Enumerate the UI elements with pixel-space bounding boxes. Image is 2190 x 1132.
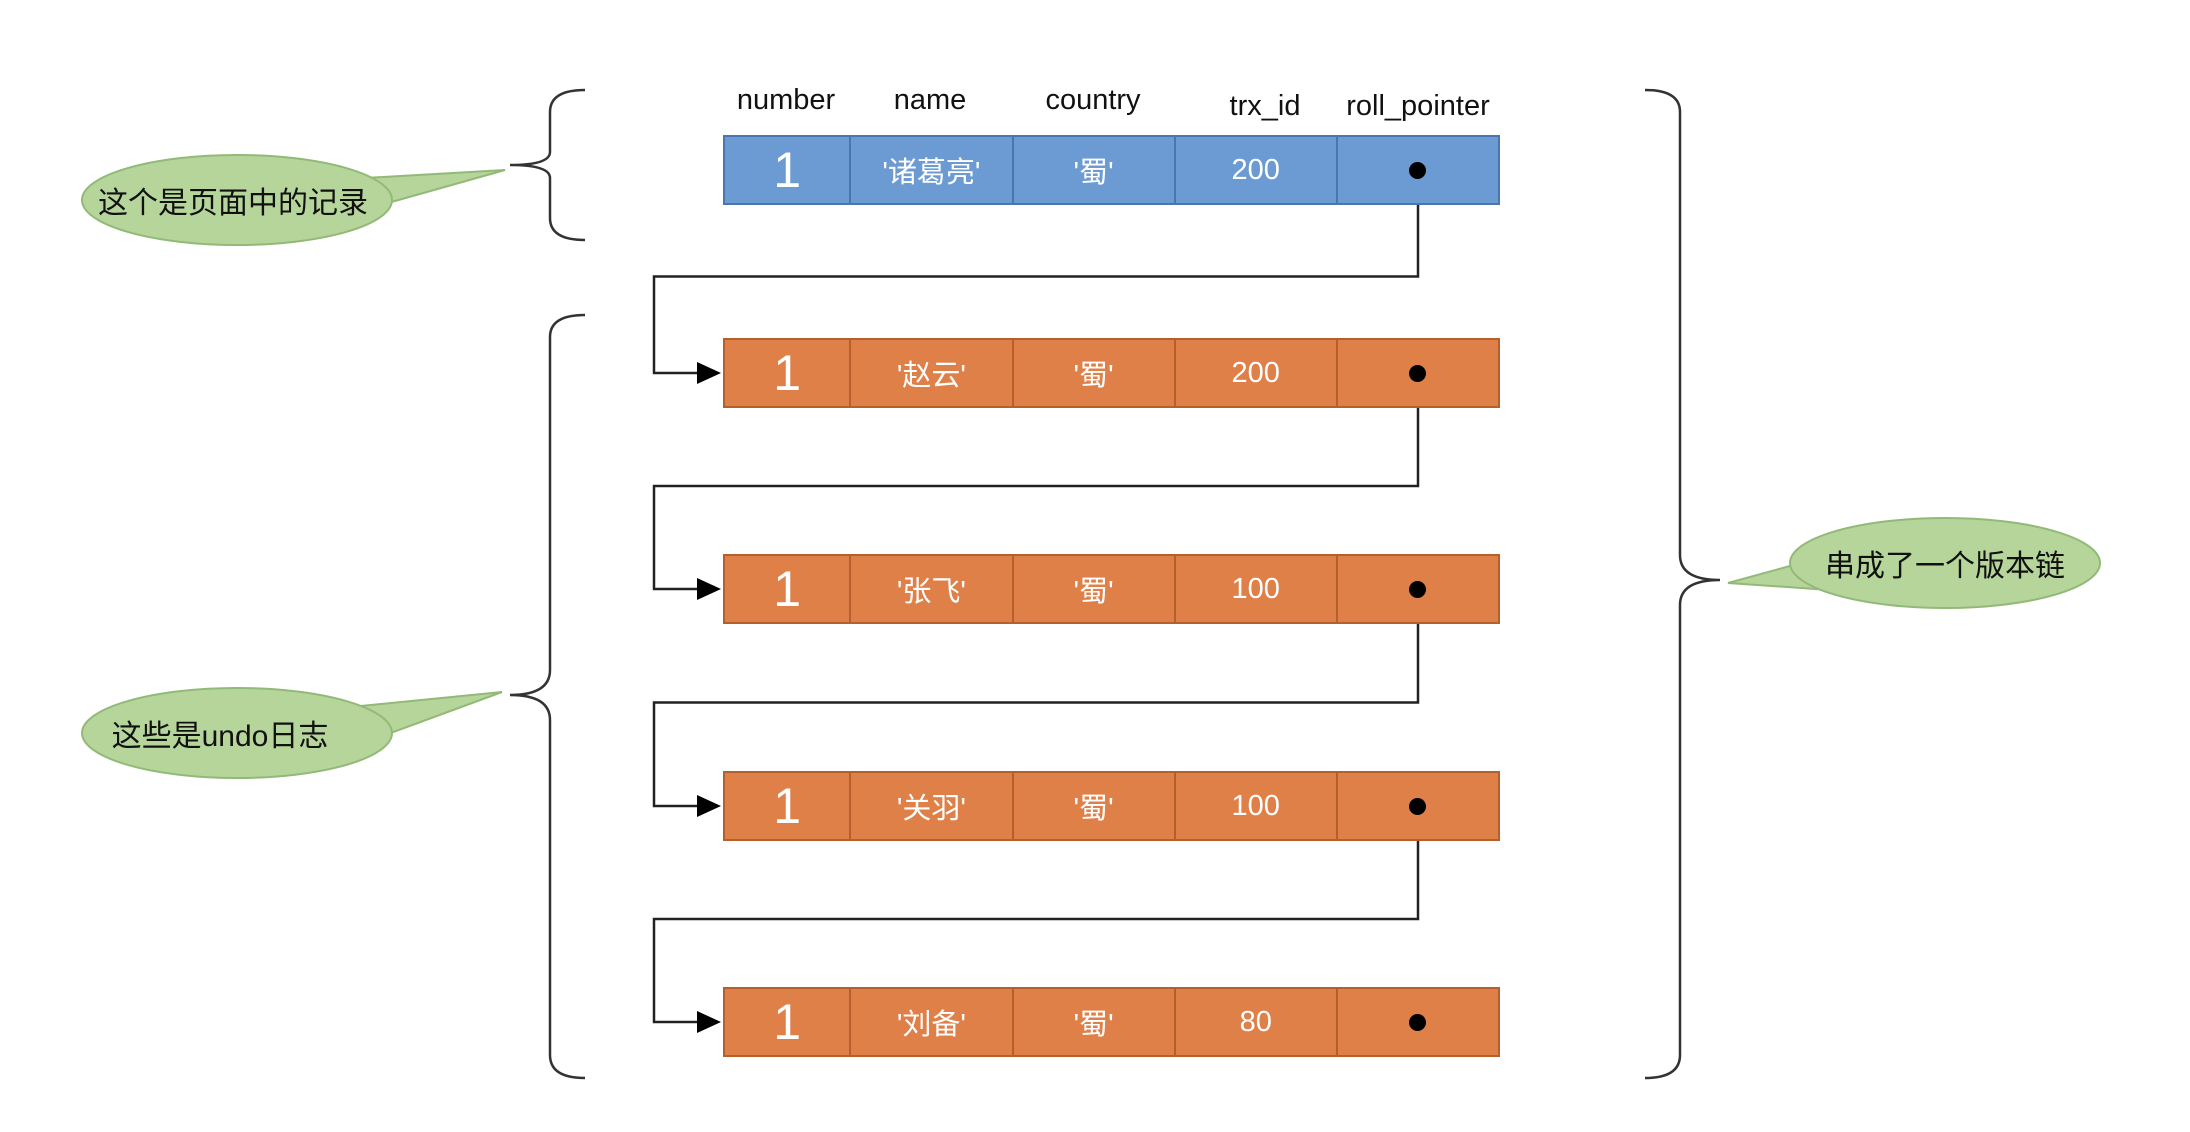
cell-name: '诸葛亮' — [849, 137, 1011, 203]
callout-ellipse — [81, 687, 393, 779]
brace-undo-logs — [509, 313, 586, 1080]
cell-roll-pointer — [1335, 340, 1498, 406]
cell-number: 1 — [773, 778, 802, 834]
undo-log-row: 1 '张飞' '蜀' 100 — [723, 554, 1500, 624]
cell-name: '赵云' — [849, 340, 1011, 406]
cell-country: '蜀' — [1011, 137, 1174, 203]
cell-name: '张飞' — [849, 556, 1011, 622]
cell-name: '刘备' — [849, 989, 1011, 1055]
arrowhead — [697, 578, 721, 600]
brace-page-record — [509, 88, 586, 242]
cell-roll-pointer — [1335, 137, 1498, 203]
cell-number: 1 — [773, 994, 802, 1050]
cell-number: 1 — [773, 345, 802, 401]
cell-trx-id: 100 — [1173, 556, 1336, 622]
undo-log-row: 1 '赵云' '蜀' 200 — [723, 338, 1500, 408]
cell-trx-id: 200 — [1173, 137, 1336, 203]
cell-name: '关羽' — [849, 773, 1011, 839]
roll-pointer-link — [652, 806, 1420, 1024]
cell-roll-pointer — [1335, 773, 1498, 839]
undo-log-row: 1 '关羽' '蜀' 100 — [723, 771, 1500, 841]
brace-version-chain — [1644, 88, 1721, 1080]
cell-trx-id: 200 — [1173, 340, 1336, 406]
roll-pointer-dot — [1409, 364, 1427, 382]
cell-roll-pointer — [1335, 556, 1498, 622]
cell-country: '蜀' — [1011, 340, 1174, 406]
roll-pointer-dot — [1409, 797, 1427, 815]
arrowhead — [697, 1011, 721, 1033]
callout-version-chain-label: 串成了一个版本链 — [1825, 550, 2065, 583]
column-header-number: number — [736, 84, 836, 116]
undo-log-row: 1 '刘备' '蜀' 80 — [723, 987, 1500, 1057]
callout-ellipse — [81, 154, 393, 246]
callout-page-record-label: 这个是页面中的记录 — [98, 187, 368, 220]
cell-number: 1 — [773, 142, 802, 198]
roll-pointer-link — [652, 373, 1420, 591]
roll-pointer-link — [652, 170, 1420, 375]
column-header-trx-id: trx_id — [1229, 90, 1301, 122]
page-record-row: 1 '诸葛亮' '蜀' 200 — [723, 135, 1500, 205]
roll-pointer-dot — [1409, 161, 1427, 179]
cell-country: '蜀' — [1011, 556, 1174, 622]
cell-trx-id: 80 — [1173, 989, 1336, 1055]
cell-roll-pointer — [1335, 989, 1498, 1055]
cell-trx-id: 100 — [1173, 773, 1336, 839]
callout-bubble-page-record — [81, 154, 506, 246]
roll-pointer-dot — [1409, 580, 1427, 598]
cell-number: 1 — [773, 561, 802, 617]
callout-ellipse — [1789, 517, 2101, 609]
callout-bubble-undo-logs — [81, 687, 503, 779]
arrowhead — [697, 362, 721, 384]
cell-country: '蜀' — [1011, 989, 1174, 1055]
callout-bubble-version-chain — [1727, 517, 2101, 609]
column-header-name: name — [893, 84, 967, 116]
callout-undo-logs-label: 这些是undo日志 — [111, 720, 329, 753]
roll-pointer-link — [652, 589, 1420, 808]
column-header-roll-pointer: roll_pointer — [1346, 90, 1490, 122]
roll-pointer-dot — [1409, 1013, 1427, 1031]
arrowhead — [697, 795, 721, 817]
cell-country: '蜀' — [1011, 773, 1174, 839]
column-header-country: country — [1045, 84, 1141, 116]
